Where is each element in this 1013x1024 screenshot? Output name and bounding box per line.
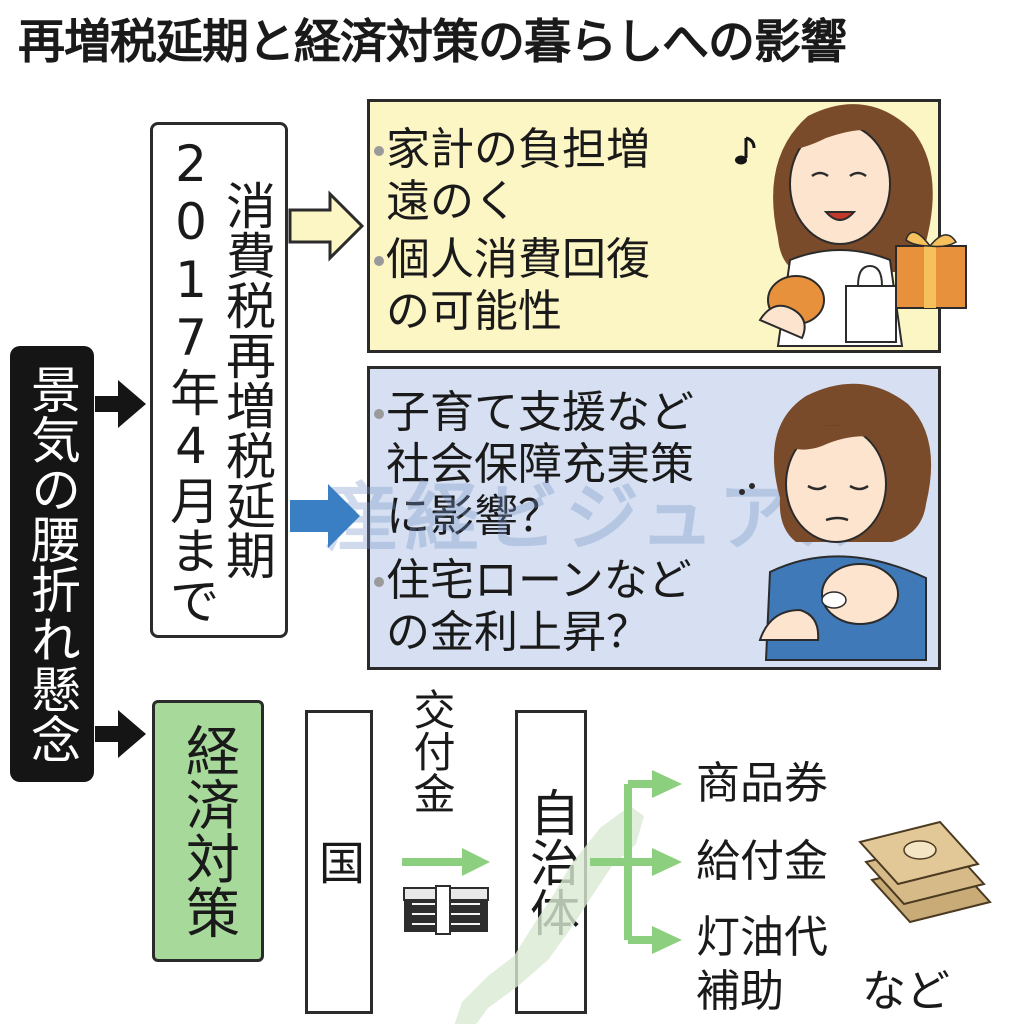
music-note-icon [735,136,756,165]
bullet-interest-rate: 住宅ローンなど の金利上昇？ [374,555,692,659]
recession-concern-label: 景気の腰折れ懸念 [10,346,94,782]
bullet-dot-icon [374,409,384,419]
branch-arrows [590,780,656,944]
bullet-text: 遠のく [386,176,518,227]
bullet-text: 子育て支援など [386,387,694,438]
arrow-right-icon [95,380,146,428]
worried-woman-illustration [739,383,932,661]
bullet-text: 住宅ローンなど [386,555,692,606]
bullet-dot-icon [374,256,384,266]
vouchers-icon [858,820,992,924]
bullet-text: 社会保障充実策 [386,439,694,490]
arrow-right-icon [95,710,146,758]
economic-measures-text: 経済対策 [176,723,240,939]
diagram-title: 再増税延期と経済対策の暮らしへの影響 [18,15,847,70]
bullet-dot-icon [374,577,384,587]
arrow-right-icon [290,484,360,548]
country-box: 国 [305,710,373,1014]
bullet-text: に影響？ [386,491,562,542]
tax-delay-line1: 2017年4月まで [162,135,220,625]
money-stack-icon [403,885,489,935]
item-benefit: 給付金 [696,836,828,887]
grant-text: 交付金 [407,688,456,814]
economic-measures-box: 経済対策 [152,700,264,962]
item-kerosene: 灯油代 [696,912,828,963]
bullet-text: 家計の負担増 [386,124,650,175]
bullet-household-burden: 家計の負担増 遠のく [374,124,650,228]
item-gift-voucher: 商品券 [696,758,828,809]
recession-concern-text: 景気の腰折れ懸念 [23,364,81,764]
grant-label: 交付金 [407,688,467,848]
item-subsidy: 補助 [696,966,784,1017]
country-text: 国 [312,839,366,885]
tax-delay-line2: 消費税再増税延期 [218,180,276,580]
tax-delay-box: 2017年4月まで 消費税再増税延期 [150,122,288,638]
arrow-right-icon [288,190,365,262]
etc-label: など [862,966,950,1017]
happy-woman-illustration [758,104,967,347]
bullet-consumption-recovery: 個人消費回復 の可能性 [374,234,650,338]
bullet-social-security: 子育て支援など 社会保障充実策 に影響？ [374,387,694,543]
bullet-dot-icon [374,146,384,156]
bullet-text: 個人消費回復 [386,234,650,285]
bullet-text: の可能性 [386,286,562,337]
bullet-text: の金利上昇？ [386,607,650,658]
